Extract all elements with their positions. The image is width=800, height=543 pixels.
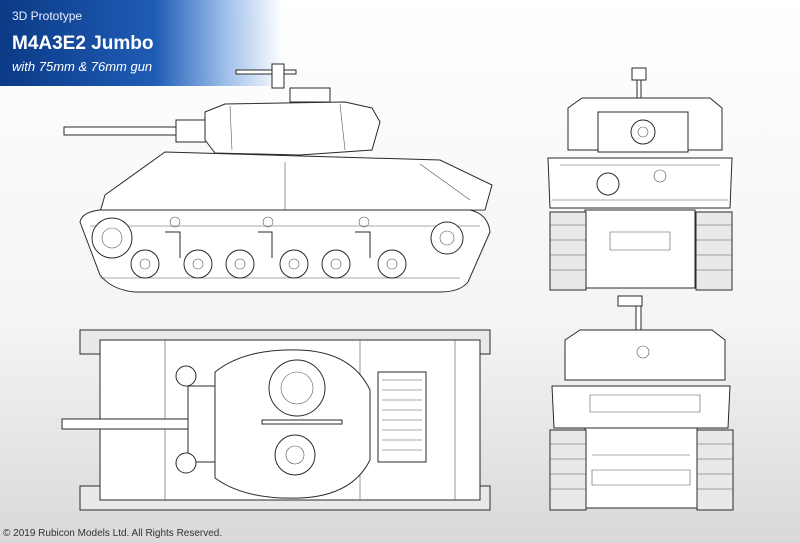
copyright-notice: © 2019 Rubicon Models Ltd. All Rights Re…: [3, 528, 223, 539]
top-hull: [61, 329, 491, 511]
model-title: M4A3E2 Jumbo: [12, 33, 154, 54]
model-subtitle: with 75mm & 76mm gun: [12, 59, 153, 74]
front-hull: [547, 67, 733, 291]
side-road-wheels: [130, 216, 407, 279]
prototype-label: 3D Prototype: [12, 9, 83, 23]
title-banner: 3D Prototype M4A3E2 Jumbo with 75mm & 76…: [0, 0, 282, 86]
rear-hull: [549, 295, 734, 511]
side-hull: [63, 63, 493, 293]
